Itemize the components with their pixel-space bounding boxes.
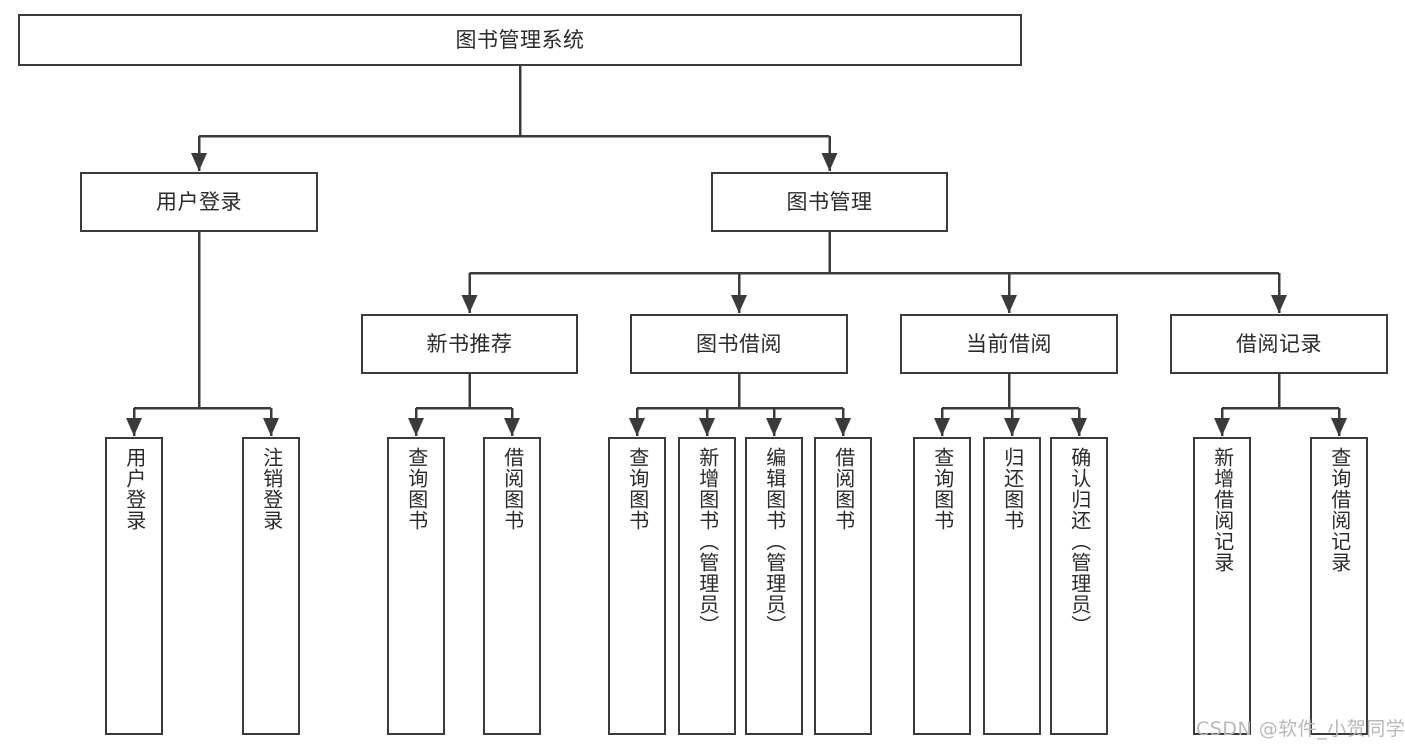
node-l11[interactable]: 确认归还（管理员） bbox=[1050, 437, 1108, 735]
node-l1[interactable]: 用户登录 bbox=[105, 437, 163, 735]
node-l10[interactable]: 归还图书 bbox=[983, 437, 1041, 735]
node-l3[interactable]: 查询图书 bbox=[387, 437, 445, 735]
node-current[interactable]: 当前借阅 bbox=[900, 314, 1118, 374]
node-l2[interactable]: 注销登录 bbox=[242, 437, 300, 735]
node-l5[interactable]: 查询图书 bbox=[608, 437, 666, 735]
node-l9[interactable]: 查询图书 bbox=[913, 437, 971, 735]
node-label: 查询图书 bbox=[625, 447, 650, 531]
node-label: 借阅记录 bbox=[1236, 331, 1322, 356]
node-root[interactable]: 图书管理系统 bbox=[18, 14, 1022, 66]
node-label: 编辑图书（管理员） bbox=[762, 447, 787, 636]
node-label: 查询借阅记录 bbox=[1327, 447, 1352, 573]
node-label: 图书借阅 bbox=[696, 331, 782, 356]
node-l6[interactable]: 新增图书（管理员） bbox=[678, 437, 736, 735]
node-label: 用户登录 bbox=[156, 189, 242, 214]
node-login[interactable]: 用户登录 bbox=[80, 172, 318, 232]
node-l4[interactable]: 借阅图书 bbox=[483, 437, 541, 735]
node-l8[interactable]: 借阅图书 bbox=[814, 437, 872, 735]
node-label: 借阅图书 bbox=[500, 447, 525, 531]
node-label: 借阅图书 bbox=[831, 447, 856, 531]
node-label: 新书推荐 bbox=[426, 331, 513, 356]
node-newbook[interactable]: 新书推荐 bbox=[361, 314, 578, 374]
node-label: 当前借阅 bbox=[966, 331, 1052, 356]
node-l12[interactable]: 新增借阅记录 bbox=[1193, 437, 1251, 735]
node-label: 查询图书 bbox=[930, 447, 955, 531]
node-label: 新增图书（管理员） bbox=[695, 447, 720, 636]
node-label: 查询图书 bbox=[404, 447, 429, 531]
node-borrow[interactable]: 图书借阅 bbox=[630, 314, 848, 374]
node-bookmgmt[interactable]: 图书管理 bbox=[711, 172, 948, 232]
node-label: 注销登录 bbox=[259, 447, 284, 531]
node-l7[interactable]: 编辑图书（管理员） bbox=[745, 437, 803, 735]
node-label: 确认归还（管理员） bbox=[1067, 447, 1092, 636]
node-label: 新增借阅记录 bbox=[1210, 447, 1235, 573]
node-l13[interactable]: 查询借阅记录 bbox=[1310, 437, 1368, 735]
node-label: 图书管理 bbox=[786, 189, 873, 214]
node-label: 图书管理系统 bbox=[455, 27, 585, 52]
node-label: 归还图书 bbox=[1000, 447, 1025, 531]
node-records[interactable]: 借阅记录 bbox=[1170, 314, 1388, 374]
node-label: 用户登录 bbox=[122, 447, 147, 531]
